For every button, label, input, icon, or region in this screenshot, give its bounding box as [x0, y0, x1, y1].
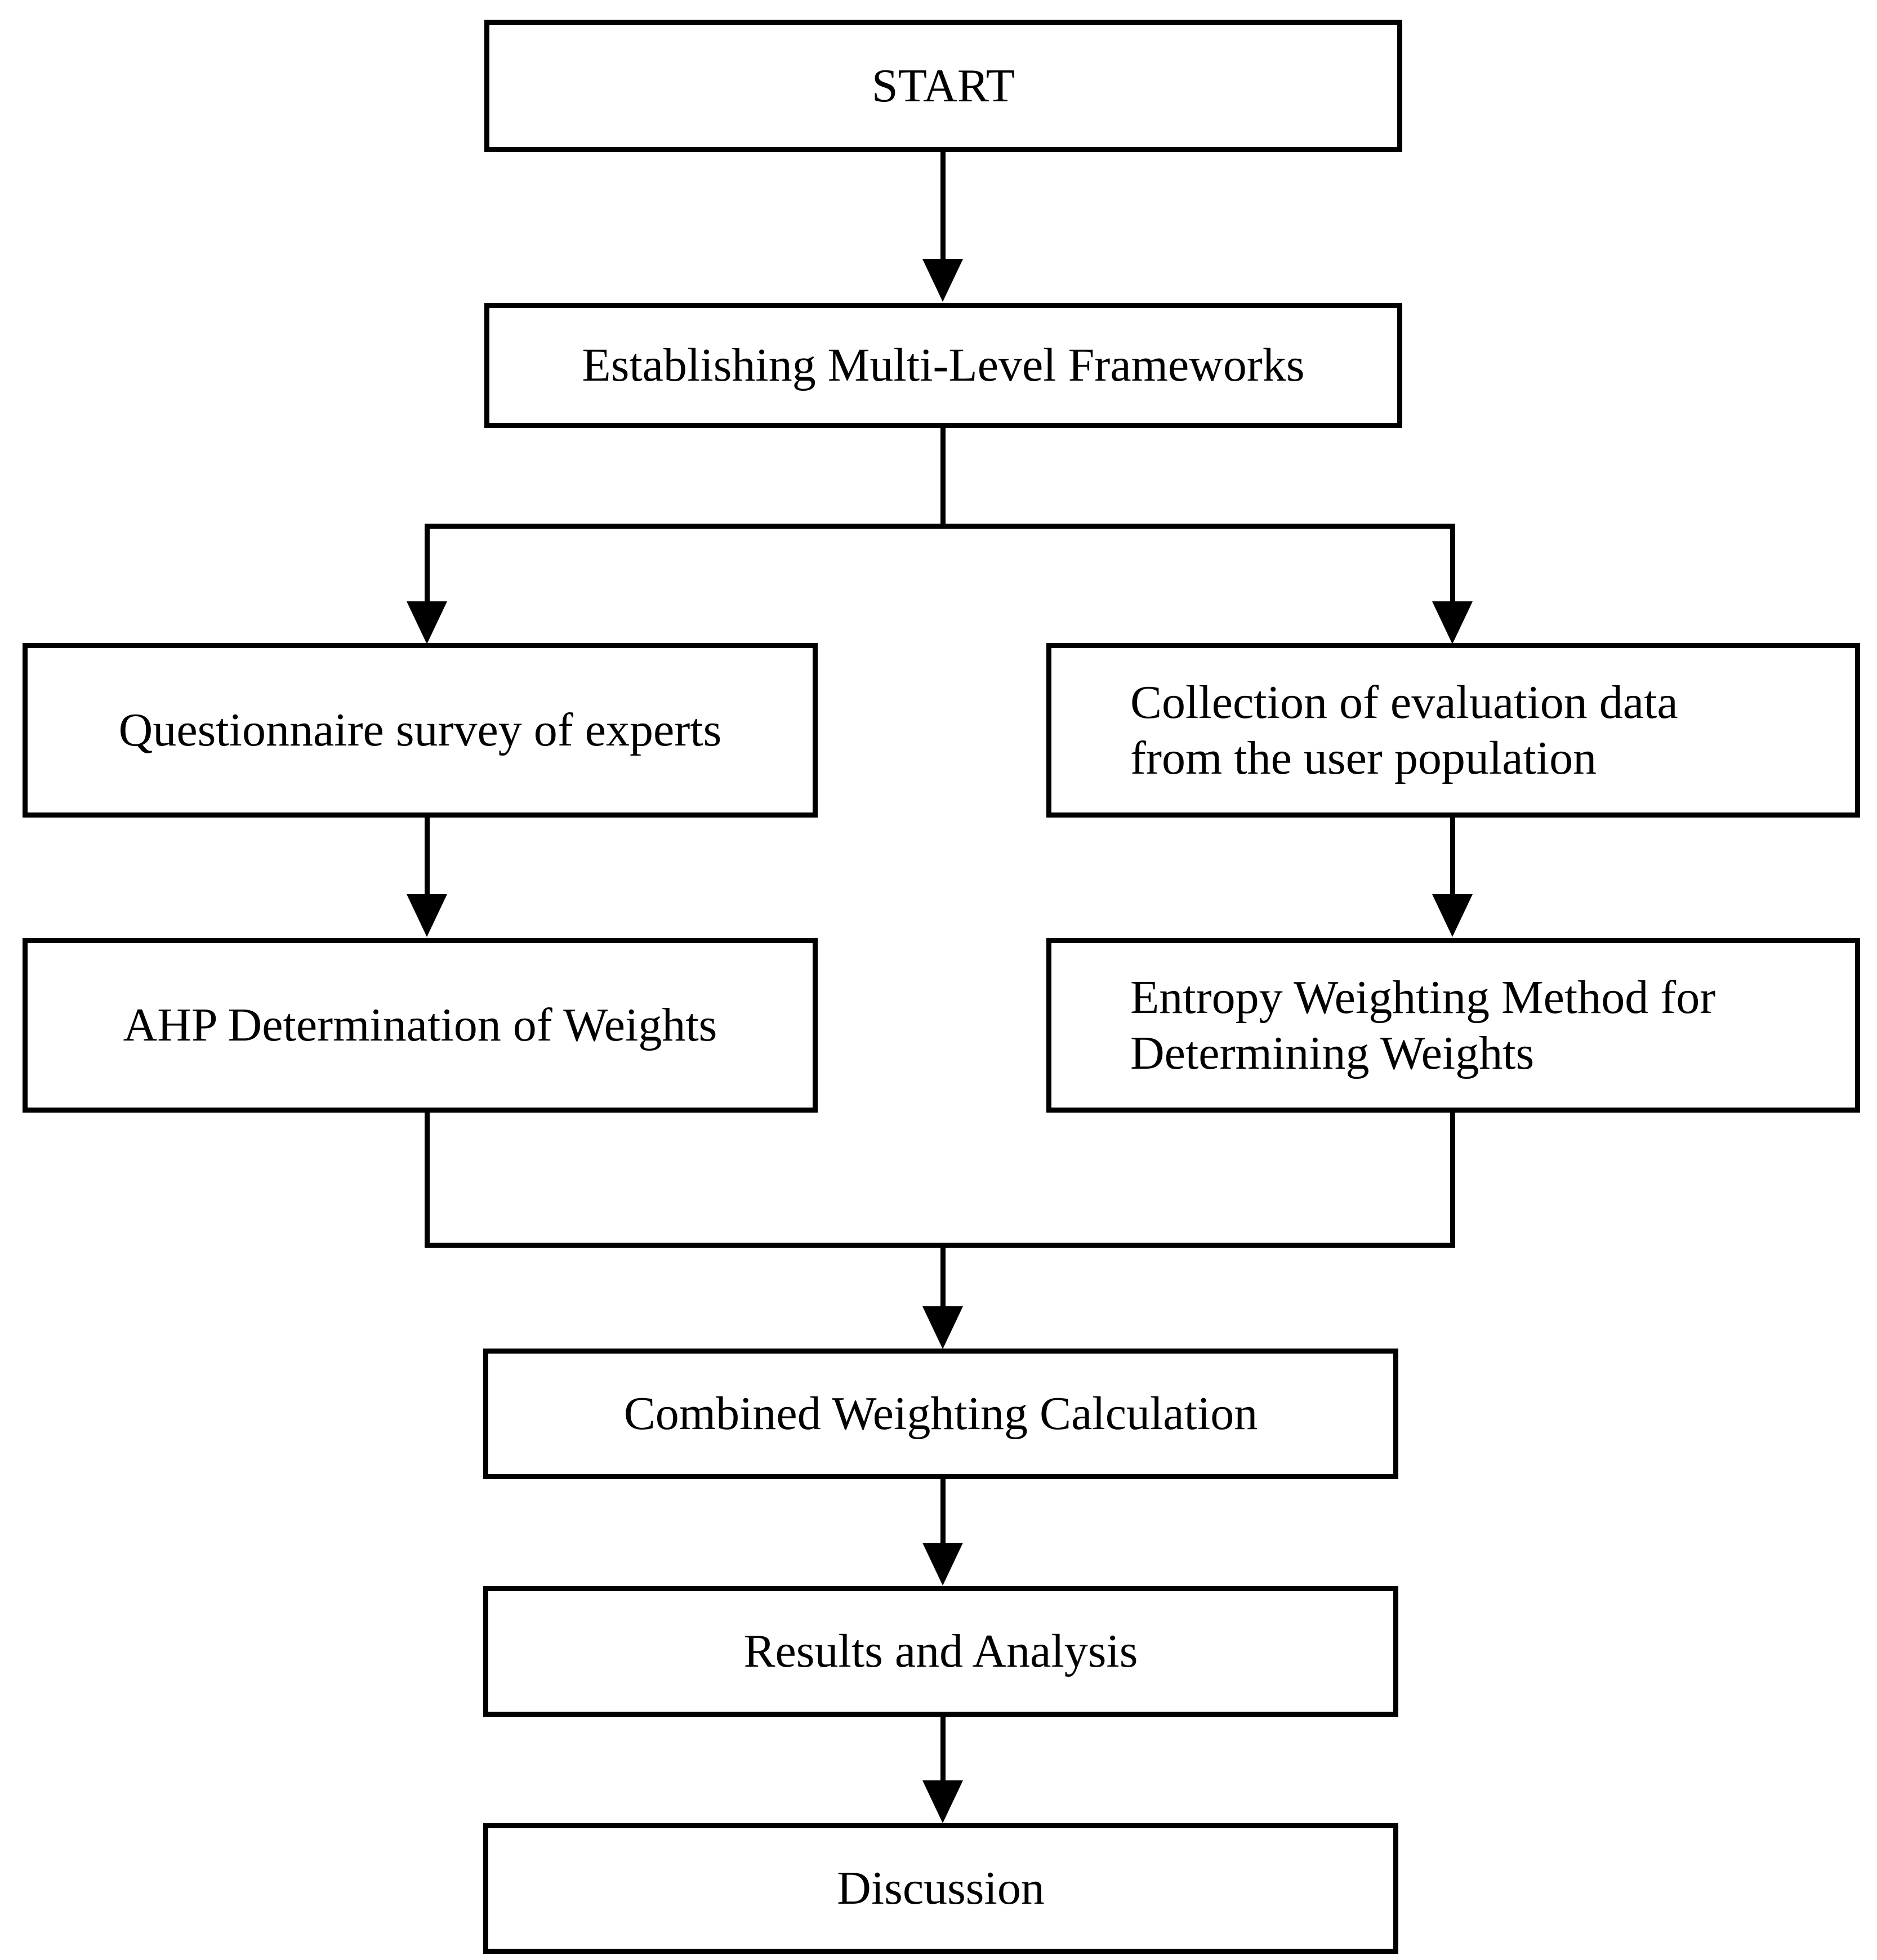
node-results-analysis[interactable]: Results and Analysis: [483, 1586, 1398, 1717]
node-questionnaire-survey[interactable]: Questionnaire survey of experts: [23, 643, 818, 818]
node-results-analysis-label: Results and Analysis: [743, 1625, 1138, 1678]
node-framework-label: Establishing Multi-Level Frameworks: [582, 339, 1305, 392]
edge-framework-bus-line: [940, 428, 946, 528]
edge-survey-ahp-arrowhead: [407, 894, 447, 937]
node-ahp-weights[interactable]: AHP Determination of Weights: [23, 938, 818, 1113]
edge-split-bus: [425, 524, 1455, 529]
node-combined-weighting-label: Combined Weighting Calculation: [623, 1387, 1258, 1440]
node-discussion-label: Discussion: [837, 1862, 1045, 1915]
edge-results-discussion-arrowhead: [922, 1780, 963, 1823]
node-combined-weighting[interactable]: Combined Weighting Calculation: [483, 1349, 1398, 1479]
node-collection-of-data[interactable]: Collection of evaluation data from the u…: [1046, 643, 1860, 818]
edge-results-discussion-line: [940, 1717, 946, 1817]
edge-start-framework-line: [940, 152, 946, 293]
edge-combined-results-arrowhead: [922, 1543, 963, 1586]
node-framework[interactable]: Establishing Multi-Level Frameworks: [484, 303, 1402, 428]
node-discussion[interactable]: Discussion: [483, 1823, 1398, 1954]
edge-start-framework-arrowhead: [922, 259, 963, 302]
node-questionnaire-survey-label: Questionnaire survey of experts: [118, 704, 722, 757]
node-entropy-weighting[interactable]: Entropy Weighting Method for Determining…: [1046, 938, 1860, 1113]
edge-survey-ahp-line: [425, 818, 430, 913]
edge-collection-entropy-line: [1450, 818, 1455, 913]
edge-combined-results-line: [940, 1479, 946, 1579]
node-collection-of-data-label: Collection of evaluation data from the u…: [1130, 676, 1678, 784]
edge-ahp-merge-line: [425, 1113, 430, 1248]
edge-split-left-arrowhead: [407, 601, 447, 644]
edge-merge-combined-arrowhead: [922, 1306, 963, 1349]
edge-merge-combined-line: [940, 1243, 946, 1341]
node-start-label: START: [871, 59, 1015, 112]
edge-split-right-arrowhead: [1432, 601, 1473, 644]
edge-split-right-line: [1450, 524, 1455, 607]
edge-split-left-line: [425, 524, 430, 607]
node-ahp-weights-label: AHP Determination of Weights: [123, 999, 717, 1052]
node-start[interactable]: START: [484, 20, 1402, 152]
edge-collection-entropy-arrowhead: [1432, 894, 1473, 937]
node-entropy-weighting-label: Entropy Weighting Method for Determining…: [1130, 971, 1716, 1079]
edge-merge-bus: [425, 1243, 1455, 1248]
edge-entropy-merge-line: [1450, 1113, 1455, 1248]
